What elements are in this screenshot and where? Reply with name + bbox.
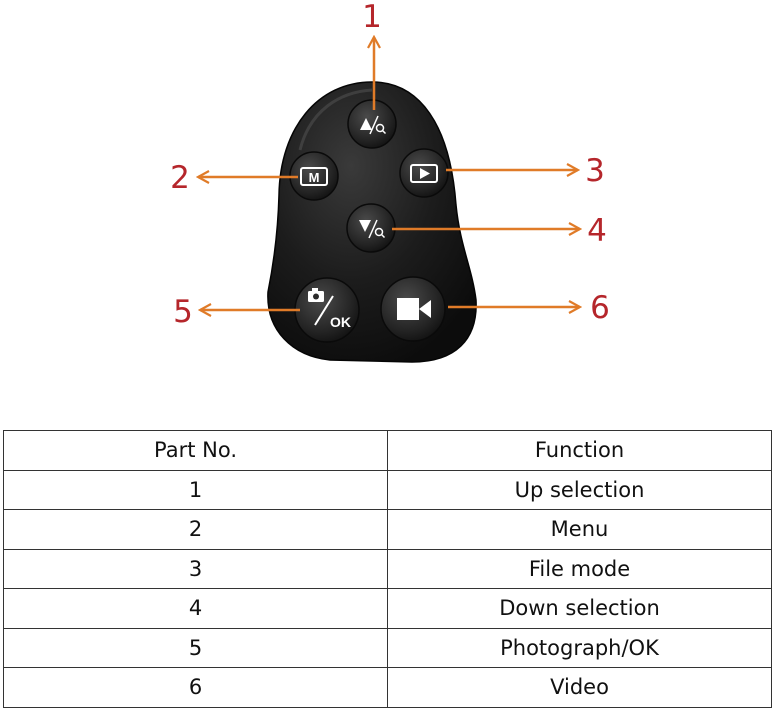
- header-part-no: Part No.: [3, 430, 388, 471]
- function-cell: Video: [387, 667, 772, 708]
- table-row: 6 Video: [3, 667, 772, 708]
- photograph-ok-button[interactable]: OK: [294, 277, 360, 343]
- remote-diagram: M OK: [170, 0, 610, 363]
- part-no-cell: 1: [3, 469, 388, 510]
- part-no-cell: 2: [3, 509, 388, 550]
- table-header-row: Part No. Function: [3, 430, 772, 471]
- function-cell: Down selection: [387, 588, 772, 629]
- function-cell: Photograph/OK: [387, 627, 772, 668]
- remote-body-highlight: [298, 88, 373, 151]
- table-row: 3 File mode: [3, 548, 772, 589]
- callout-2: 2: [170, 160, 190, 196]
- camera-icon: [308, 288, 324, 302]
- menu-label: M: [309, 170, 320, 185]
- part-no-cell: 5: [3, 627, 388, 668]
- play-icon: [410, 164, 438, 183]
- table-row: 1 Up selection: [3, 469, 772, 510]
- video-button[interactable]: [380, 276, 446, 342]
- file-mode-button[interactable]: [399, 148, 449, 198]
- function-cell: File mode: [387, 548, 772, 589]
- callout-1: 1: [362, 0, 382, 35]
- part-no-cell: 6: [3, 667, 388, 708]
- down-selection-button[interactable]: [346, 203, 396, 253]
- video-camera-icon: [397, 298, 431, 320]
- function-cell: Menu: [387, 509, 772, 550]
- table-row: 4 Down selection: [3, 588, 772, 629]
- part-no-cell: 3: [3, 548, 388, 589]
- function-cell: Up selection: [387, 469, 772, 510]
- ok-label: OK: [330, 314, 351, 330]
- callout-4: 4: [587, 213, 607, 249]
- up-selection-button[interactable]: [347, 99, 397, 149]
- parts-function-table: Part No. Function 1 Up selection 2 Menu …: [3, 430, 772, 708]
- magnifier-icon: [374, 227, 386, 239]
- header-function: Function: [387, 430, 772, 471]
- table-row: 5 Photograph/OK: [3, 627, 772, 668]
- table-row: 2 Menu: [3, 509, 772, 550]
- callout-6: 6: [590, 290, 610, 326]
- triangle-up-icon: [360, 118, 372, 130]
- callout-3: 3: [585, 153, 605, 189]
- part-no-cell: 4: [3, 588, 388, 629]
- callout-5: 5: [173, 294, 193, 330]
- triangle-down-icon: [359, 220, 371, 232]
- magnifier-icon: [375, 123, 387, 135]
